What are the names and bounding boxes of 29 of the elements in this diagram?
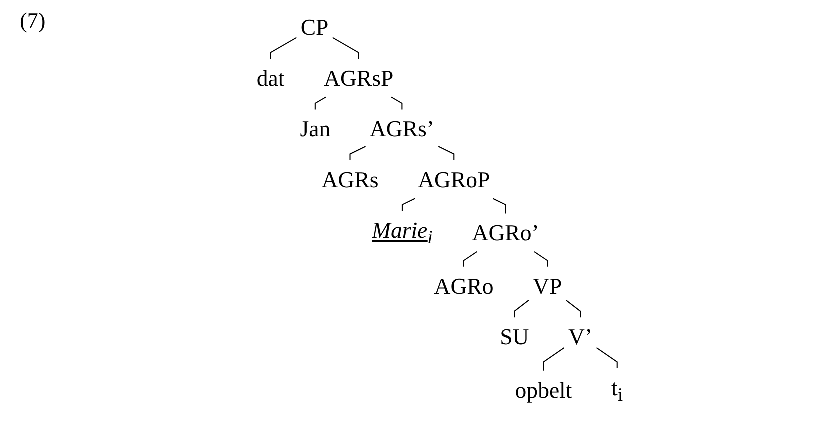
- connector: [314, 96, 326, 110]
- connector: [391, 96, 403, 110]
- node-text: t$_{i}$: [612, 374, 624, 406]
- connector: [514, 300, 530, 318]
- connector: [543, 348, 565, 371]
- node-text: AGRo’: [472, 220, 540, 246]
- node-text: dat: [256, 65, 285, 92]
- example-number: (7): [20, 8, 46, 34]
- connector: [534, 252, 548, 267]
- node-text: Marie$_{i}$: [372, 217, 433, 248]
- node-text: V’: [568, 324, 593, 350]
- node-text: AGRs: [322, 166, 379, 193]
- connector: [438, 146, 455, 160]
- node-text: opbelt: [515, 377, 572, 403]
- node-text: CP: [300, 14, 329, 40]
- connector: [463, 252, 478, 267]
- node-text: SU: [500, 324, 530, 350]
- connector: [566, 300, 582, 318]
- node-text: AGRo: [434, 273, 494, 300]
- connector: [596, 348, 618, 368]
- node-text: AGRoP: [418, 166, 490, 193]
- node-text: VP: [533, 273, 562, 300]
- node-text: Jan: [300, 116, 331, 142]
- node-text: AGRs’: [370, 116, 434, 142]
- connector: [332, 37, 360, 59]
- connector: [350, 146, 366, 160]
- node-text: AGRsP: [324, 65, 394, 92]
- connector: [270, 37, 297, 59]
- connector: [402, 198, 416, 212]
